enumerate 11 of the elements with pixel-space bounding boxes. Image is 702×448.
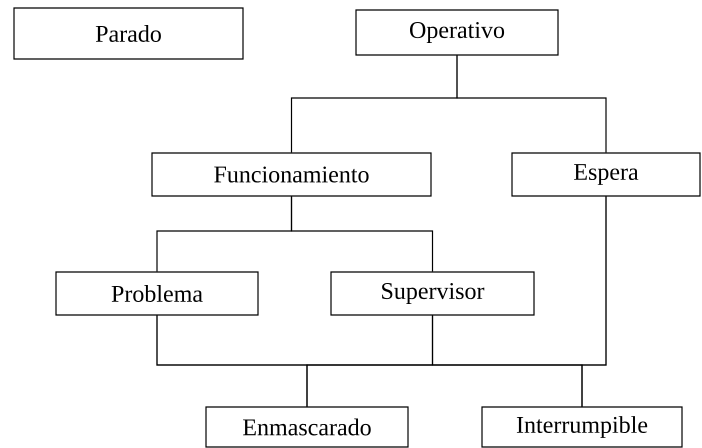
state-box: Operativo: [355, 9, 559, 56]
connector-line: [290, 196, 434, 272]
state-box: Problema: [55, 271, 259, 316]
state-box: Enmascarado: [205, 406, 409, 448]
connector-line: [456, 56, 607, 152]
state-box: Funcionamiento: [151, 152, 432, 197]
state-box: Espera: [511, 152, 701, 197]
state-box: Supervisor: [330, 271, 535, 316]
connector-line: [581, 196, 607, 406]
state-box: Parado: [13, 7, 244, 60]
state-box: Interrumpible: [481, 406, 683, 448]
